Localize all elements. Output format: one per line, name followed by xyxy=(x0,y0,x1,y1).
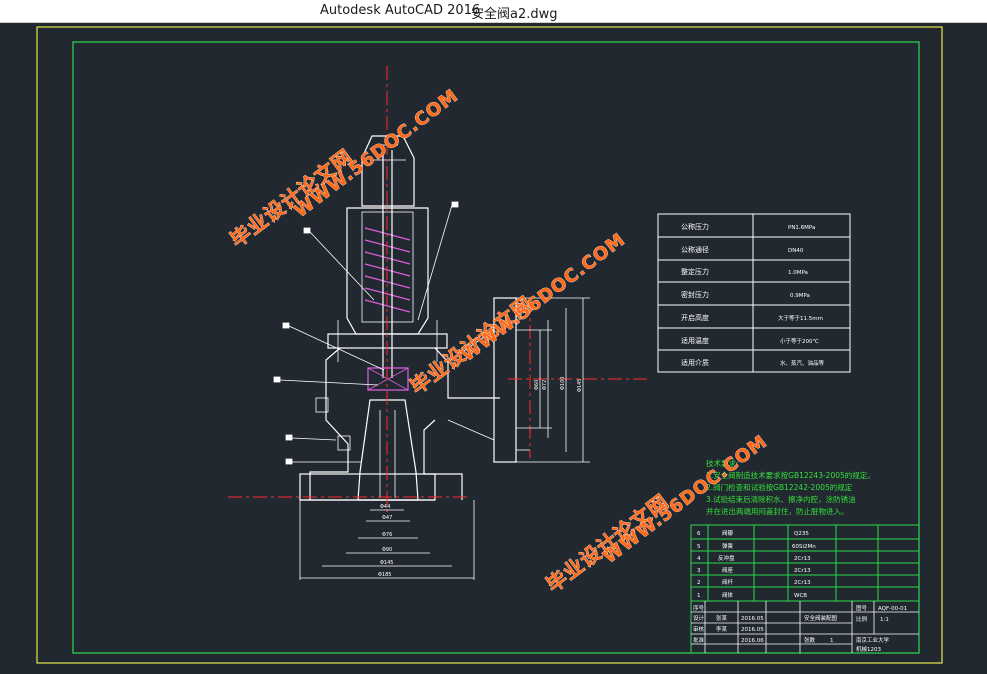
spec-table xyxy=(657,213,851,373)
bom-name-3: 阀座 xyxy=(722,566,734,574)
spec-value-5: 大于等于11.5mm xyxy=(778,314,823,322)
right-dimensions: Φ60 Φ72 Φ100 Φ145 xyxy=(516,297,590,463)
spec-label-3: 整定压力 xyxy=(681,267,709,276)
spec-value-3: 1.0MPa xyxy=(788,270,808,276)
watermark-cn-1: 毕业设计论文网 xyxy=(226,144,358,252)
dim-right-1: Φ60 xyxy=(534,380,540,390)
spec-label-7: 适用介质 xyxy=(681,358,709,367)
spec-label-2: 公称通径 xyxy=(681,245,709,254)
tb-scale: 1:1 xyxy=(880,617,889,623)
dim-right-4: Φ145 xyxy=(577,379,583,392)
bom-mat-5: 60Si2Mn xyxy=(792,544,816,550)
tech-note-2: 2.阀门检查和试验按GB12242-2005的规定 xyxy=(706,482,853,492)
spec-label-4: 密封压力 xyxy=(681,290,709,299)
spec-label-6: 适用温度 xyxy=(681,336,709,345)
tb-approver-label: 批准 xyxy=(693,636,705,644)
tb-school: 南京工业大学 xyxy=(856,636,890,644)
tb-date1: 2016.05 xyxy=(741,616,764,622)
spec-value-2: DN40 xyxy=(788,248,804,254)
bom-no-4: 4 xyxy=(697,556,701,562)
dim-bottom-1: Φ44 xyxy=(380,504,390,510)
app-title: Autodesk AutoCAD 2016 xyxy=(320,3,481,18)
bom-mat-4: 2Cr13 xyxy=(794,556,811,562)
bom-no-6: 6 xyxy=(697,531,701,537)
inlet-flange xyxy=(299,473,436,501)
bom-hdr-no: 序号 xyxy=(693,604,705,612)
dim-bottom-5: Φ145 xyxy=(380,560,393,566)
dim-bottom-4: Φ90 xyxy=(382,547,392,553)
spec-value-1: PN1.6MPa xyxy=(788,225,815,231)
spec-value-4: 0.9MPa xyxy=(790,293,810,299)
tb-drawing-no-label: 图号 xyxy=(856,604,868,612)
spec-value-7: 水、蒸汽、油品等 xyxy=(780,359,825,367)
tech-note-1: 1.安全阀制造技术要求按GB12243-2005的规定。 xyxy=(706,470,875,480)
bom-no-2: 2 xyxy=(697,580,701,586)
bom-name-1: 阀体 xyxy=(722,591,734,599)
bom-name-5: 弹簧 xyxy=(722,542,734,550)
bom-name-6: 阀瓣 xyxy=(722,529,734,537)
bom-mat-1: WCB xyxy=(794,593,807,599)
bom-no-5: 5 xyxy=(697,544,701,550)
tb-sheet-label: 张数 xyxy=(804,636,816,644)
dim-bottom-3: Φ76 xyxy=(382,532,392,538)
dim-bottom-2: Φ47 xyxy=(382,515,392,521)
center-lines xyxy=(228,66,650,512)
bom-name-2: 阀杆 xyxy=(722,578,734,586)
valve-nozzle xyxy=(357,399,419,501)
file-name: 安全阀a2.dwg xyxy=(471,7,558,22)
watermark-url-2: WWW.56DOC.COM xyxy=(457,229,629,366)
tb-date2: 2016.05 xyxy=(741,627,764,633)
bom-name-4: 反冲盘 xyxy=(718,554,735,562)
tb-checker-label: 审核 xyxy=(693,625,705,633)
tb-checker: 李某 xyxy=(716,625,728,633)
bom-no-3: 3 xyxy=(697,568,701,574)
valve-body xyxy=(309,347,500,500)
tb-drawing-name: 安全阀装配图 xyxy=(804,614,838,622)
watermark-url-1: WWW.56DOC.COM xyxy=(290,85,462,222)
outer-frame xyxy=(36,26,943,664)
tb-class: 机械1203 xyxy=(856,645,881,653)
spec-label-1: 公称压力 xyxy=(681,222,709,231)
spec-label-5: 开启高度 xyxy=(681,313,709,322)
tb-date3: 2016.06 xyxy=(741,638,764,644)
inner-frame xyxy=(72,41,920,654)
bom-mat-3: 2Cr13 xyxy=(794,568,811,574)
bottom-dimensions: Φ44 Φ47 Φ76 Φ90 Φ145 Φ185 xyxy=(299,500,475,580)
tb-sheet: 1 xyxy=(830,638,834,644)
tb-scale-label: 比例 xyxy=(856,615,868,623)
bom-no-1: 1 xyxy=(697,593,701,599)
tech-note-4: 并在进出两端用闷盖封住，防止脏物进入。 xyxy=(706,506,849,516)
tech-notes-heading: 技术要求: xyxy=(706,458,739,468)
title-block xyxy=(691,601,919,653)
leader-lines xyxy=(273,201,459,465)
dim-bottom-6: Φ185 xyxy=(378,572,391,578)
outlet-flange xyxy=(493,297,517,463)
valve-cap xyxy=(361,135,415,207)
tb-designer-label: 设计 xyxy=(693,614,705,622)
spec-value-6: 小于等于200℃ xyxy=(780,337,819,345)
dim-right-2: Φ72 xyxy=(542,380,548,390)
bom-table xyxy=(690,524,920,654)
bom-mat-2: 2Cr13 xyxy=(794,580,811,586)
valve-disc xyxy=(367,367,409,391)
window-titlebar: Autodesk AutoCAD 2016 安全阀a2.dwg xyxy=(0,0,987,23)
tech-note-3: 3.试验结束后清除积水、擦净内腔，涂防锈油 xyxy=(706,494,856,504)
watermark-cn-3: 毕业设计论文网 xyxy=(542,489,674,597)
bom-mat-6: Q235 xyxy=(794,531,809,537)
valve-section-view[interactable] xyxy=(299,135,530,501)
tb-designer: 张某 xyxy=(716,614,728,622)
drawing-canvas[interactable]: Φ44 Φ47 Φ76 Φ90 Φ145 Φ185 Φ60 Φ72 Φ100 Φ… xyxy=(0,22,987,670)
tb-drawing-no: AQF-00-01 xyxy=(878,606,907,612)
dim-right-3: Φ100 xyxy=(560,377,566,390)
